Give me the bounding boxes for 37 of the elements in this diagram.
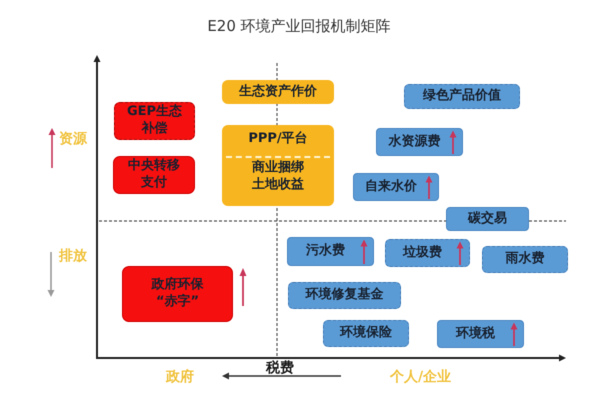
mechanism-box: [122, 266, 233, 322]
box-label: 雨水费: [506, 251, 544, 268]
mechanism-box: [404, 84, 520, 109]
box-label: 环境保险: [340, 325, 392, 342]
mechanism-box: [323, 320, 409, 347]
box-label: 自来水价: [365, 178, 418, 196]
mechanism-box: [482, 246, 568, 273]
mechanism-box: [376, 128, 463, 156]
mechanism-box: [437, 320, 524, 348]
mechanism-box: [113, 156, 195, 194]
box-label: 碳交易: [468, 210, 507, 228]
box-label: 绿色产品价值: [423, 88, 501, 105]
mechanism-box: [287, 237, 374, 266]
box-label: 商业捆绑土地收益: [251, 160, 305, 194]
box-label: 水资源费: [388, 134, 442, 150]
axis-label: 个人/企业: [390, 369, 452, 386]
box-label: GEP生态补偿: [126, 104, 184, 138]
axis-label: 排放: [59, 248, 87, 265]
axis-label: 政府: [166, 369, 194, 386]
mechanism-box: [353, 173, 439, 201]
arrow-label: 税费: [266, 360, 294, 377]
box-label: PPP/平台: [248, 131, 308, 148]
mechanism-box: [114, 102, 195, 140]
mechanism-box: [446, 207, 529, 231]
diagram-title: E20 环境产业回报机制矩阵: [206, 17, 392, 35]
box-label: 中央转移支付: [127, 158, 181, 192]
box-label: 污水费: [306, 243, 346, 260]
axis-label: 资源: [59, 131, 87, 148]
mechanism-box: [288, 282, 401, 309]
mechanism-box: [385, 239, 470, 267]
box-label: 政府环保“赤字”: [150, 277, 204, 311]
box-label: 环境修复基金: [306, 287, 384, 304]
box-label: 生态资产作价: [239, 84, 317, 100]
mechanism-box: [222, 80, 334, 104]
mechanism-box: [222, 125, 334, 206]
box-label: 环境税: [456, 326, 496, 342]
box-label: 垃圾费: [403, 244, 443, 262]
